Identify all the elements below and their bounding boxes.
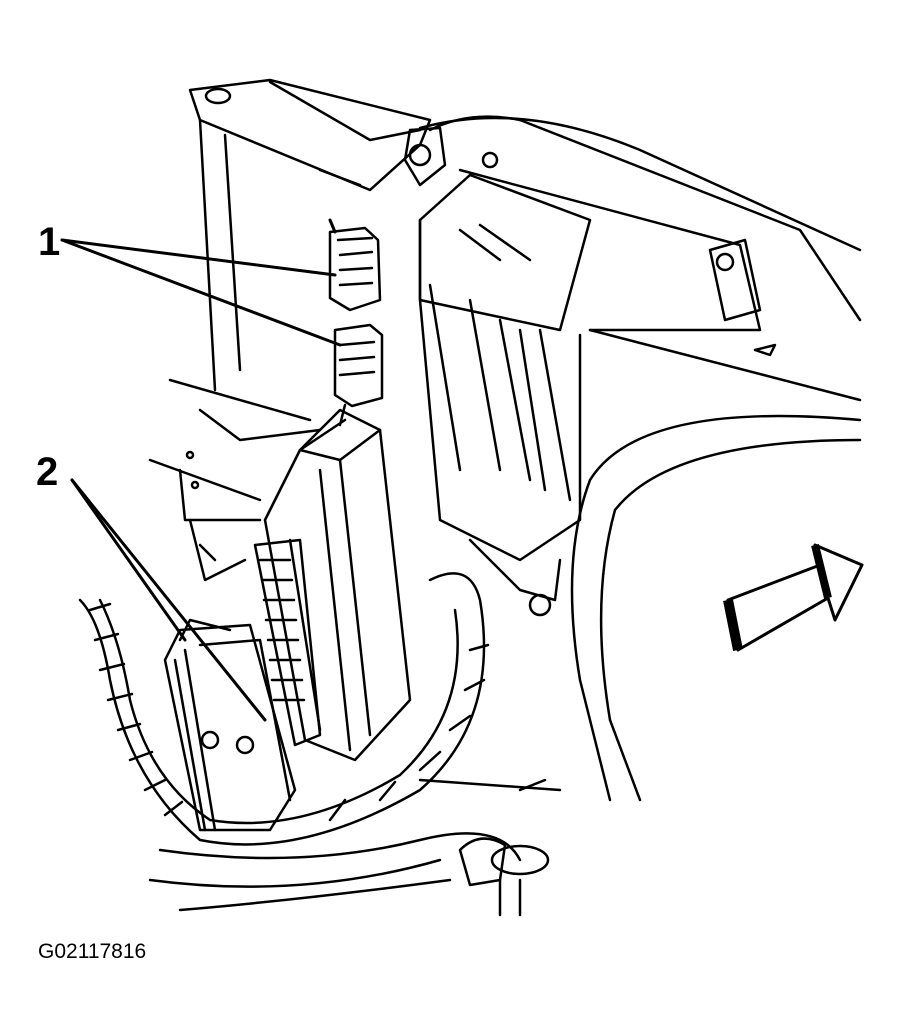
leader-lines	[60, 218, 342, 722]
control-module-front	[163, 618, 297, 832]
control-module-rear	[253, 408, 412, 762]
body-lines	[148, 115, 522, 582]
wiring-harness	[78, 572, 562, 917]
underhood-box	[403, 126, 777, 617]
callout-2: 2	[36, 450, 59, 494]
lower-connector	[333, 323, 384, 427]
callout-1: 1	[38, 220, 61, 264]
fender-outline	[418, 116, 862, 802]
upper-connector	[328, 226, 382, 312]
figure-id: G02117816	[38, 940, 147, 963]
battery-panel	[188, 78, 432, 392]
direction-arrow-icon	[723, 543, 864, 652]
